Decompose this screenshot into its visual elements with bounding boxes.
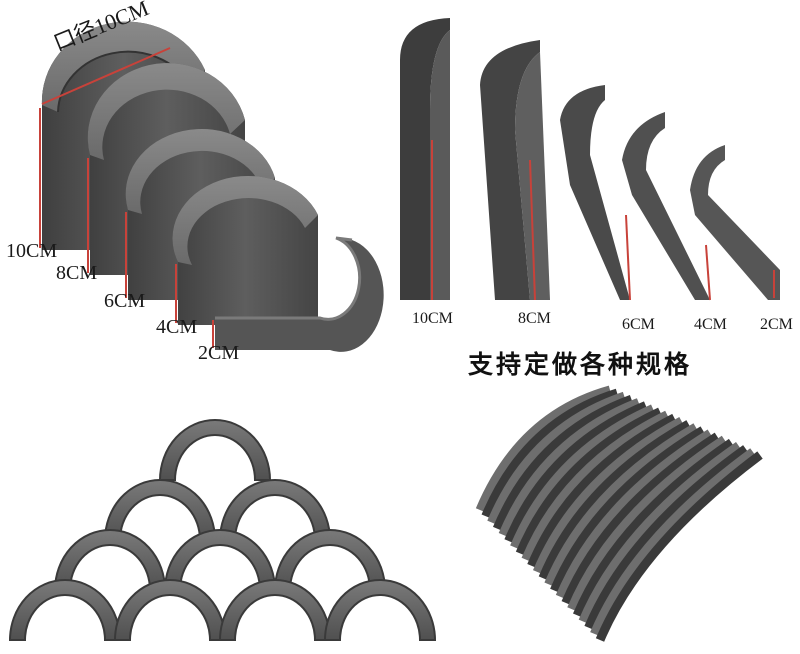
half-ring-2cm (215, 236, 384, 352)
curved-strips-photo (400, 18, 780, 301)
custom-sizes-text: 支持定做各种规格 (468, 350, 693, 379)
stacked-strip (584, 445, 749, 630)
stacked-strip (475, 385, 612, 512)
half-ring-4cm (172, 175, 318, 325)
stacked-strip (555, 429, 713, 599)
stacked-strip (544, 423, 698, 587)
strip-stack (475, 385, 763, 642)
stacked-strip (487, 391, 626, 525)
arch-r4-4 (323, 579, 437, 641)
arch-r2-2 (218, 479, 332, 541)
arch-r4-1 (8, 579, 122, 641)
tr-label-6cm: 6CM (622, 316, 655, 333)
stacked-strip (515, 407, 662, 556)
stacked-strips-photo (475, 385, 763, 642)
strip-10cm (400, 18, 450, 300)
thickness-markers (39, 47, 214, 348)
stacked-strip (578, 442, 742, 624)
arch-r1-1 (158, 419, 272, 481)
stacked-strip (510, 404, 655, 549)
stacked-strip (572, 438, 734, 617)
strip-4cm (622, 112, 711, 301)
arch-pyramid-photo (8, 419, 437, 641)
strip-2cm (690, 145, 780, 300)
tl-label-6cm: 6CM (104, 290, 146, 312)
nested-half-rings-photo (39, 21, 384, 352)
arch-r4-3 (218, 579, 332, 641)
stacked-strip (538, 420, 691, 580)
stacked-strip (521, 410, 670, 562)
arch-r4-2 (113, 579, 227, 641)
tr-label-4cm: 4CM (694, 316, 727, 333)
tl-label-8cm: 8CM (56, 262, 98, 284)
stacked-strip (498, 398, 641, 537)
stacked-strip (550, 426, 706, 593)
stacked-strip (481, 388, 619, 518)
stacked-strip (567, 435, 727, 611)
stacked-strip (492, 395, 633, 531)
stacked-strip (595, 451, 763, 642)
tl-label-10cm: 10CM (6, 240, 58, 262)
stacked-strip (561, 432, 720, 605)
strip-8cm (480, 40, 550, 301)
stacked-strip (532, 416, 684, 574)
stacked-strip (590, 448, 756, 636)
tr-label-10cm: 10CM (412, 310, 453, 327)
tl-label-4cm: 4CM (156, 316, 198, 338)
tr-label-8cm: 8CM (518, 310, 551, 327)
strip-6cm (560, 85, 631, 301)
stacked-strip (527, 413, 677, 568)
tr-label-2cm: 2CM (760, 316, 793, 333)
stacked-strip (504, 401, 648, 543)
tl-label-2cm: 2CM (198, 342, 240, 364)
